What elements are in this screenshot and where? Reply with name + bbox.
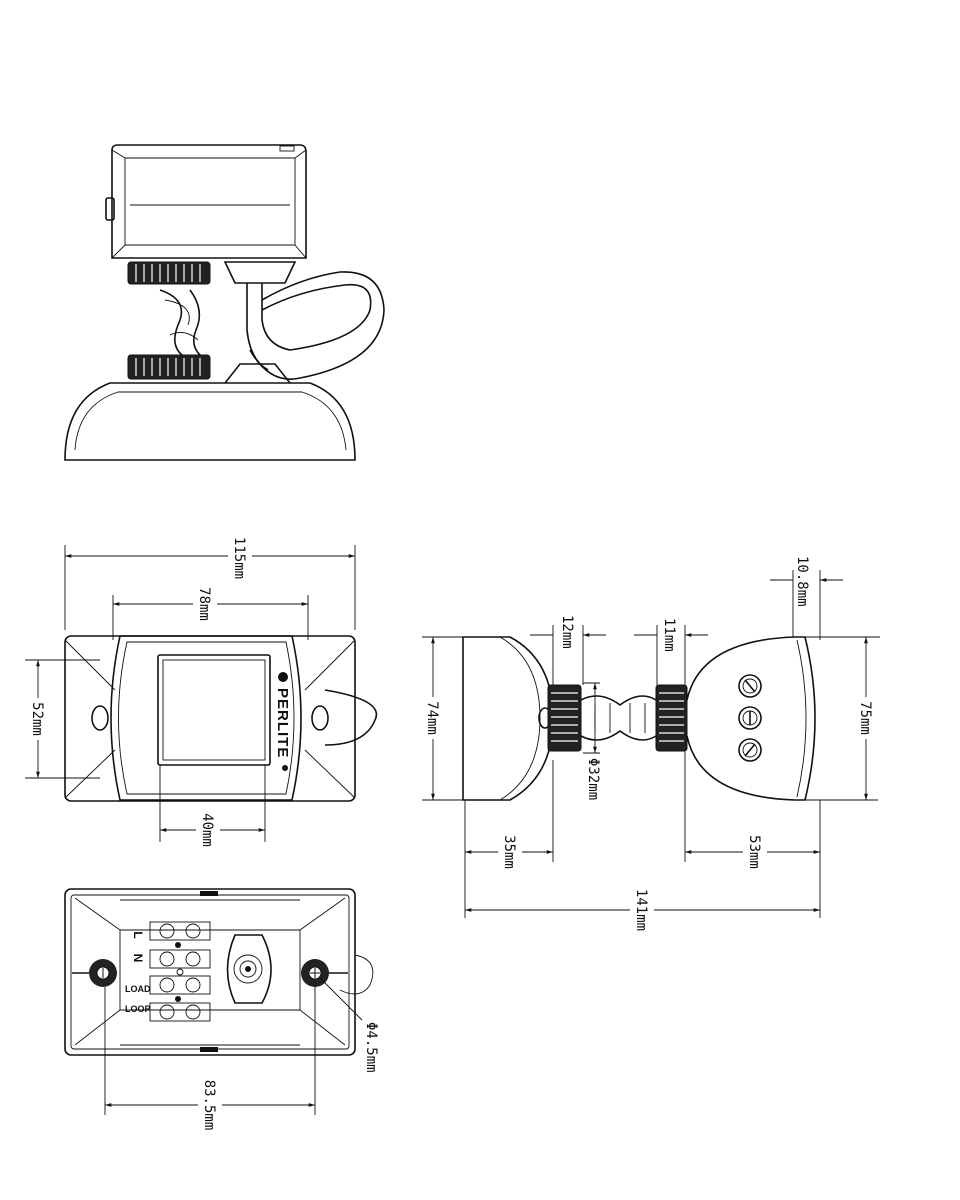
side-view: 74mm 75mm 12mm 11mm 10.8mm Φ32mm 35mm 53…: [421, 556, 880, 934]
terminal-label-load: LOAD: [125, 984, 151, 994]
terminal-block: L N LOAD LOOP: [125, 921, 211, 1022]
dim-83-5mm: 83.5mm: [201, 1080, 217, 1131]
dim-stem-diameter: Φ32mm: [585, 758, 601, 800]
dim-10-8mm: 10.8mm: [794, 556, 810, 607]
dim-141mm: 141mm: [633, 889, 649, 931]
dim-74mm: 74mm: [424, 701, 440, 735]
dim-35mm: 35mm: [501, 835, 517, 869]
brand-logo-icon: [278, 672, 288, 682]
dim-40mm: 40mm: [199, 813, 215, 847]
dim-78mm: 78mm: [196, 587, 212, 621]
dim-hole-diameter: Φ4.5mm: [363, 1022, 379, 1073]
terminal-label-n: N: [131, 954, 145, 963]
back-view: L N LOAD LOOP 83.5mm Φ4.5mm: [64, 888, 379, 1131]
dim-53mm: 53mm: [746, 835, 762, 869]
front-view: PERLITE 115mm 78mm 52mm 40mm: [25, 537, 378, 850]
dim-115mm: 115mm: [231, 537, 247, 579]
dim-52mm: 52mm: [29, 702, 45, 736]
brand-label: PERLITE: [274, 688, 291, 758]
dim-12mm: 12mm: [559, 615, 575, 649]
dim-75mm: 75mm: [857, 701, 873, 735]
terminal-label-loop: LOOP: [125, 1004, 151, 1014]
terminal-label-l: L: [131, 931, 145, 938]
dim-11mm: 11mm: [661, 618, 677, 652]
adjustment-knobs: [738, 674, 762, 762]
elevation-view: [64, 144, 385, 461]
